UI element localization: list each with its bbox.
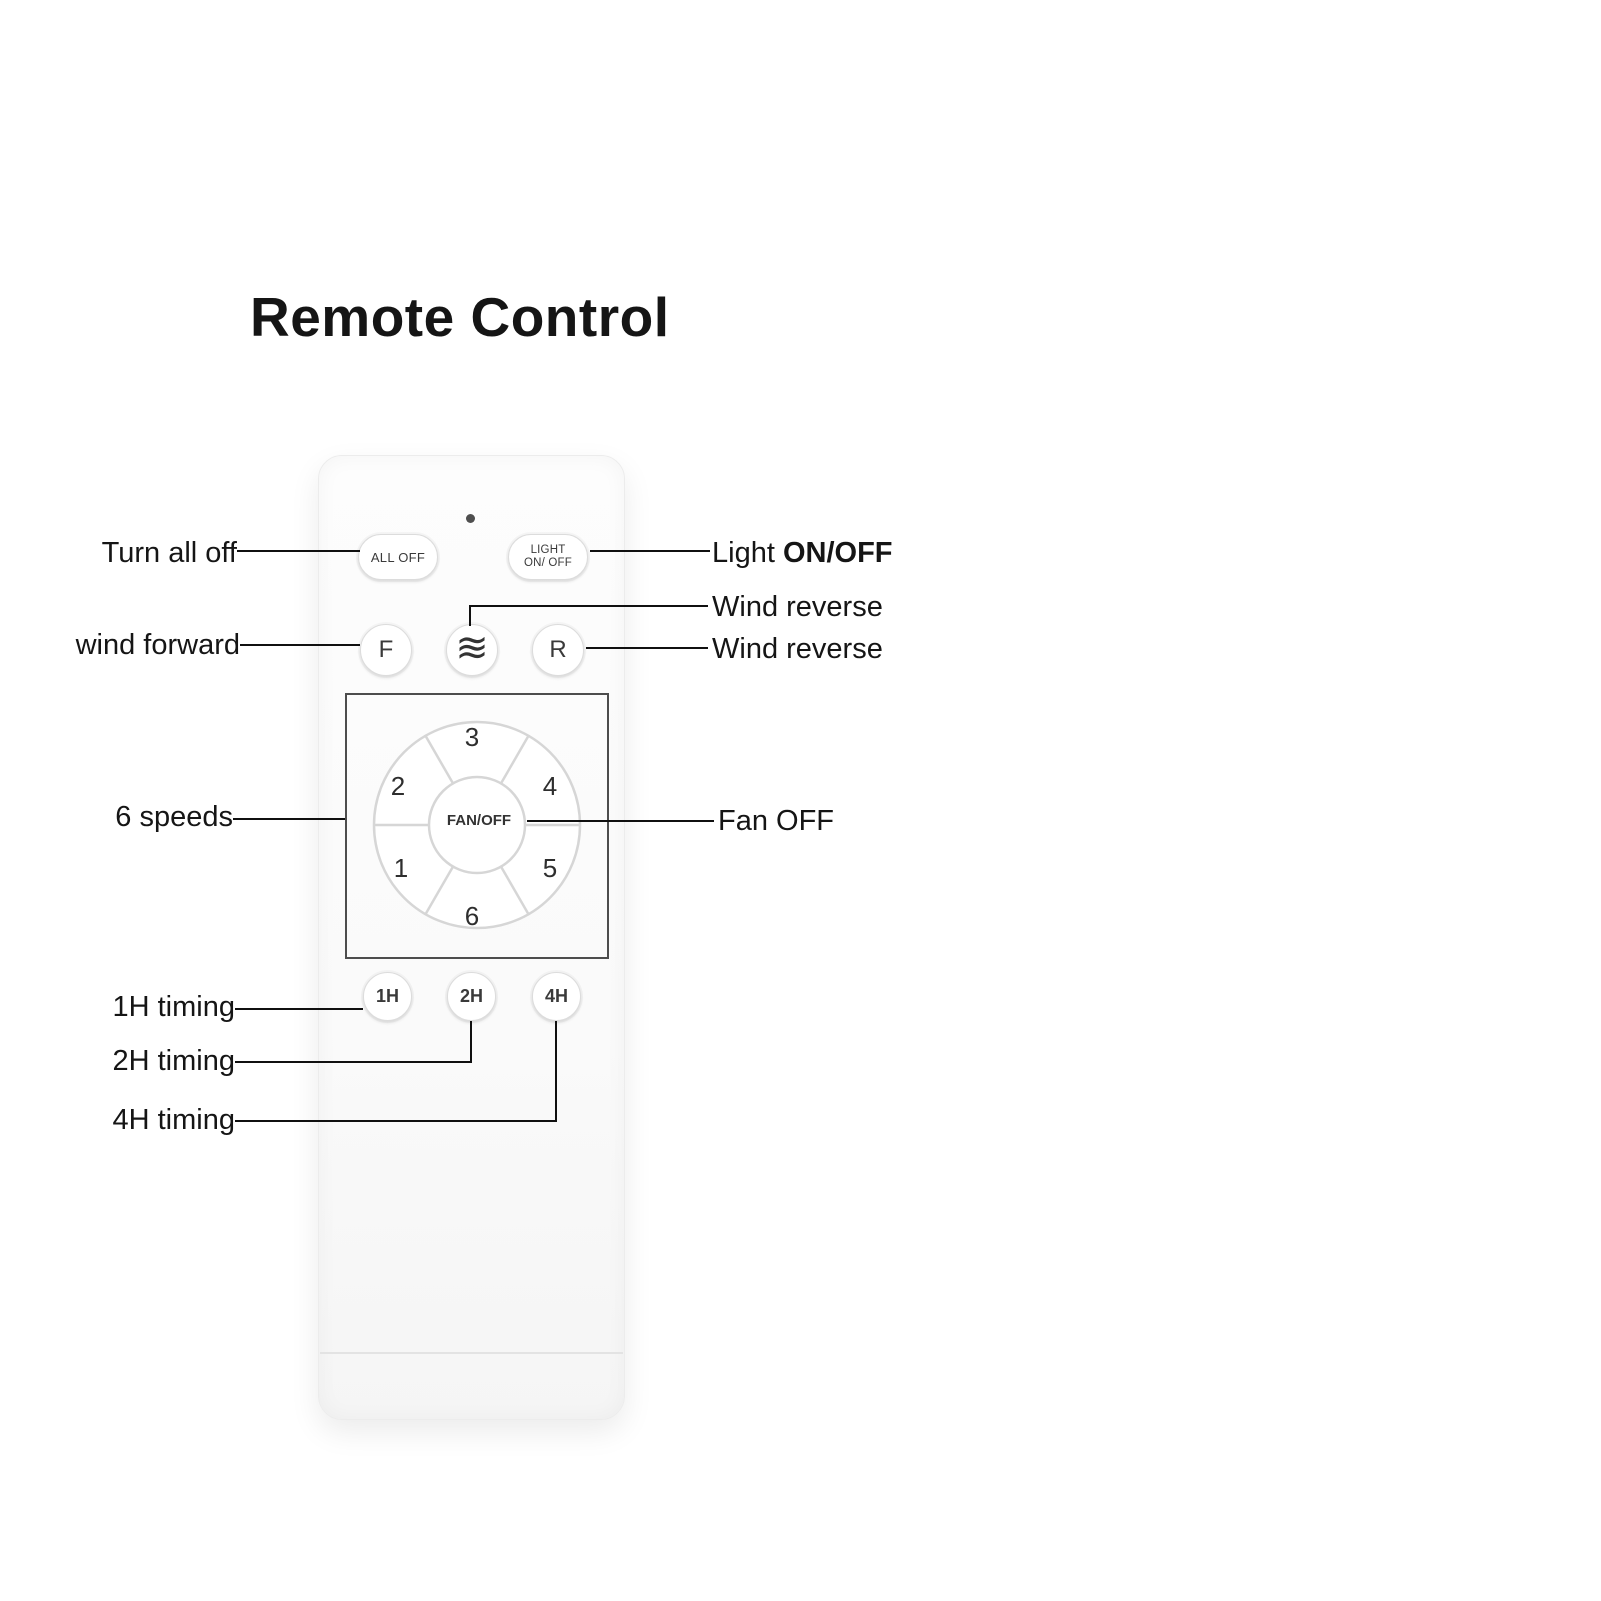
connector-light-on-off [590,550,710,552]
page-title: Remote Control [250,286,670,348]
annotation-wind-reverse-right: Wind reverse [712,633,883,665]
timer-2h-label: 2H [459,986,483,1006]
connector-fan-off [527,820,714,822]
wind-reverse-button-label: R [549,636,567,663]
annotation-fan-off: Fan OFF [718,805,835,837]
connector-1h-timing [235,1008,363,1010]
light-button-label-line2: ON/ OFF [523,557,573,569]
connector-wind-reverse-right [586,647,708,649]
light-button-label-line1: LIGHT [530,543,566,556]
remote-body [318,455,625,1420]
fan-off-button: FAN/OFF [446,812,512,829]
battery-cover-groove [320,1352,623,1354]
speed-1-button: 1 [393,853,409,883]
annotation-light-on-off: Light ON/OFF [712,536,893,571]
all-off-button: ALL OFF [358,534,438,580]
annotation-turn-all-off: Turn all off [101,537,237,569]
wind-reverse-button: R [532,624,584,676]
speed-6-button: 6 [464,901,480,931]
speed-dial-graphic [372,720,582,930]
annotation-1h-timing: 1H timing [112,991,236,1023]
annotation-4h-timing: 4H timing [112,1104,236,1136]
connector-2h-timing-v [470,1021,472,1063]
connector-4h-timing-h [235,1120,557,1122]
speed-4-button: 4 [542,771,558,801]
annotation-six-speeds: 6 speeds [115,801,233,833]
connector-six-speeds [233,818,345,820]
timer-4h-label: 4H [544,986,568,1006]
speed-dial-box: 3 2 4 1 5 6 FAN/OFF [345,693,609,959]
connector-wind-reverse-top-v [469,605,471,626]
annotation-wind-reverse-top: Wind reverse [712,591,883,623]
wind-forward-button-label: F [378,636,394,663]
speed-3-button: 3 [464,722,480,752]
annotation-light-prefix: Light [712,537,783,569]
connector-wind-forward [240,644,360,646]
annotation-wind-forward: wind forward [75,629,240,661]
wind-forward-button: F [360,624,412,676]
annotation-light-bold: ON/OFF [782,537,893,569]
timer-2h-button: 2H [447,972,496,1021]
speed-5-button: 5 [542,853,558,883]
connector-4h-timing-v [555,1021,557,1122]
connector-wind-reverse-top-h [470,605,708,607]
connector-2h-timing-h [235,1061,472,1063]
speed-2-button: 2 [390,771,406,801]
all-off-button-label: ALL OFF [370,549,426,565]
annotation-2h-timing: 2H timing [112,1045,236,1077]
timer-1h-button: 1H [363,972,412,1021]
connector-turn-all-off [237,550,360,552]
timer-4h-button: 4H [532,972,581,1021]
led-indicator [466,514,475,523]
timer-1h-label: 1H [375,986,399,1006]
wind-icon: ≋ [455,625,489,671]
wind-mode-button: ≋ [446,624,498,676]
light-on-off-button: LIGHT ON/ OFF [508,534,588,580]
